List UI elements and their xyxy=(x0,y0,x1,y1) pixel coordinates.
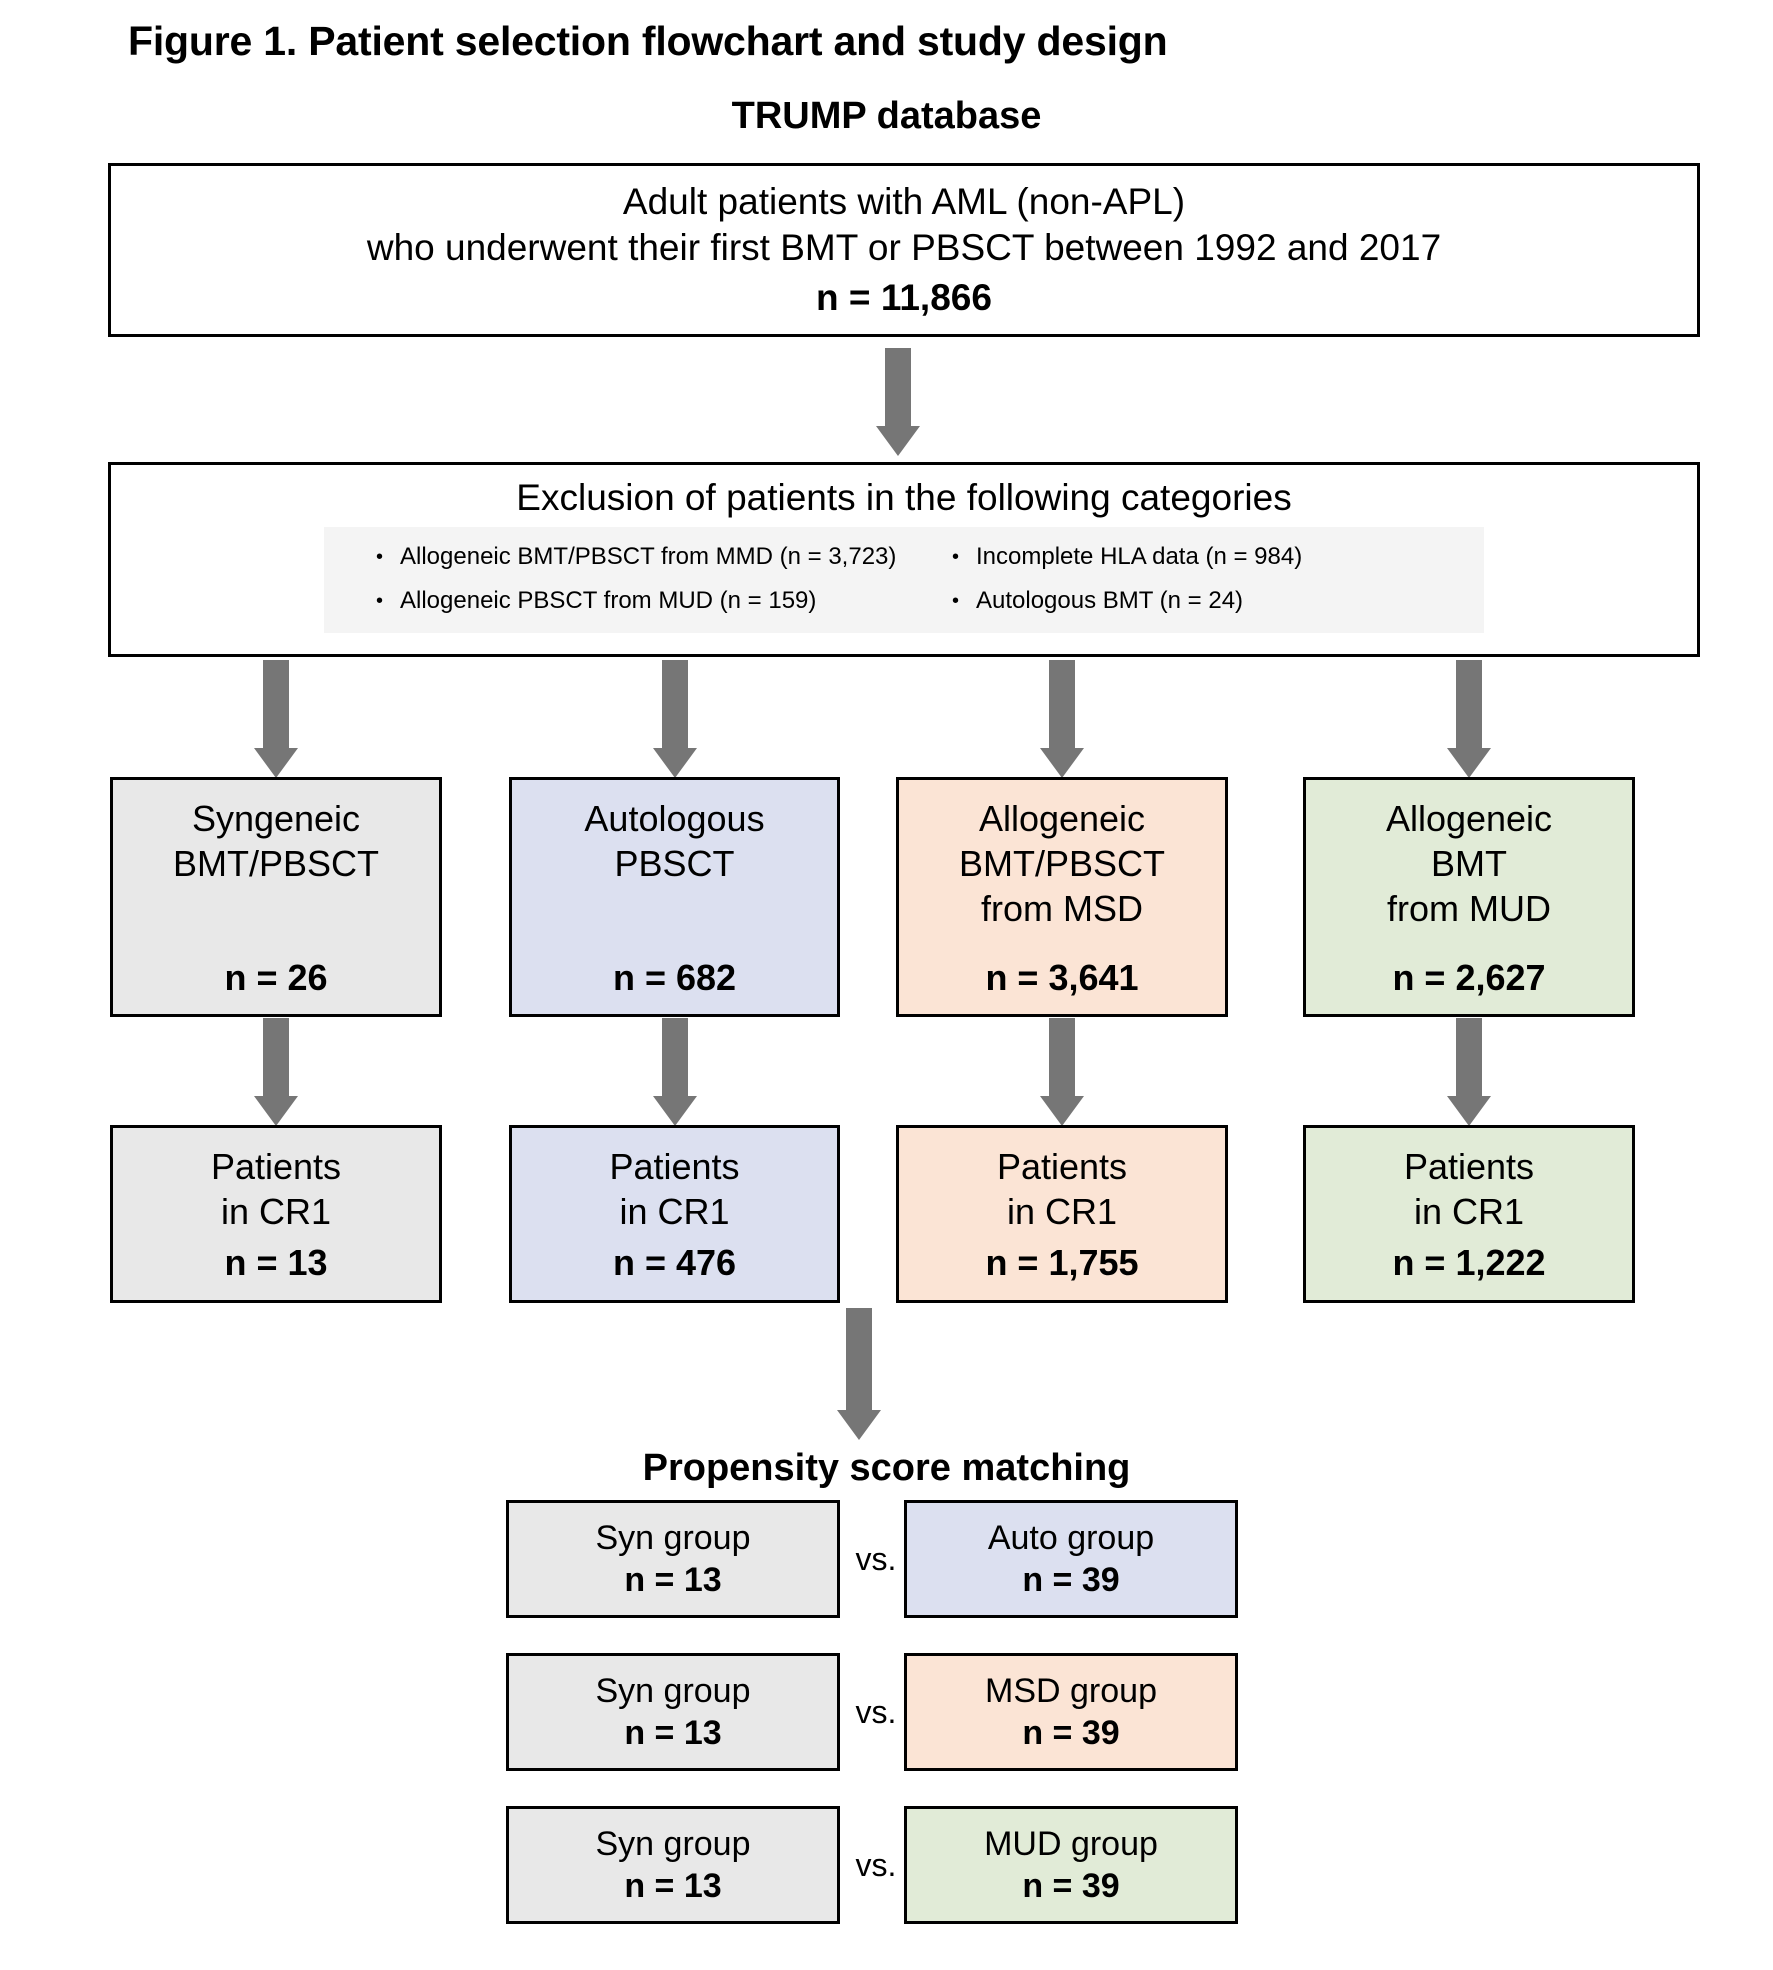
cr1-line-2: in CR1 xyxy=(1413,1190,1525,1232)
arrow-exclusion-to-group-2 xyxy=(645,660,705,778)
group-box-syngeneic: Syngeneic BMT/PBSCT n = 26 xyxy=(110,777,442,1017)
psm-right-count: n = 39 xyxy=(1022,1714,1120,1752)
arrow-cohort-to-exclusion xyxy=(868,348,928,456)
group-line-2: PBSCT xyxy=(614,843,735,884)
cr1-box-allogeneic-mud: Patients in CR1 n = 1,222 xyxy=(1303,1125,1635,1303)
cr1-count: n = 476 xyxy=(612,1241,737,1283)
group-line-1: Allogeneic xyxy=(1385,798,1553,839)
group-line-2: BMT xyxy=(1431,843,1507,884)
cr1-line-1: Patients xyxy=(996,1145,1128,1187)
group-count: n = 26 xyxy=(224,957,328,998)
exclusion-item-label: Incomplete HLA data (n = 984) xyxy=(976,543,1303,571)
exclusion-item-label: Autologous BMT (n = 24) xyxy=(976,587,1244,615)
exclusion-heading: Exclusion of patients in the following c… xyxy=(516,477,1292,518)
psm-title: Propensity score matching xyxy=(642,1447,1131,1489)
psm-vs-label: vs. xyxy=(855,1540,897,1577)
psm-left-count: n = 13 xyxy=(624,1561,722,1599)
psm-right-label: Auto group xyxy=(987,1518,1155,1557)
exclusion-item: • Allogeneic PBSCT from MUD (n = 159) xyxy=(376,586,916,616)
psm-comparison-row: Syn group n = 13 vs. MSD group n = 39 xyxy=(506,1653,1238,1771)
figure-title: Figure 1. Patient selection flowchart an… xyxy=(128,18,1168,64)
group-line-2: BMT/PBSCT xyxy=(172,843,379,884)
psm-comparison-row: Syn group n = 13 vs. Auto group n = 39 xyxy=(506,1500,1238,1618)
cohort-box: Adult patients with AML (non-APL) who un… xyxy=(108,163,1700,337)
cr1-box-syngeneic: Patients in CR1 n = 13 xyxy=(110,1125,442,1303)
psm-right-label: MSD group xyxy=(985,1671,1157,1710)
arrow-cr1-to-psm xyxy=(829,1308,889,1442)
psm-left-box: Syn group n = 13 xyxy=(506,1653,840,1771)
arrow-group-1-to-cr1 xyxy=(246,1018,306,1126)
psm-left-count: n = 13 xyxy=(624,1867,722,1905)
cr1-line-2: in CR1 xyxy=(220,1190,332,1232)
database-label: TRUMP database xyxy=(731,95,1042,137)
psm-left-label: Syn group xyxy=(595,1518,751,1557)
cr1-line-1: Patients xyxy=(210,1145,342,1187)
psm-right-count: n = 39 xyxy=(1022,1561,1120,1599)
cr1-line-2: in CR1 xyxy=(1006,1190,1118,1232)
arrow-exclusion-to-group-1 xyxy=(246,660,306,778)
bullet-icon: • xyxy=(952,590,960,613)
cr1-line-1: Patients xyxy=(609,1145,740,1187)
exclusion-criteria-panel: • Allogeneic BMT/PBSCT from MMD (n = 3,7… xyxy=(324,527,1484,634)
psm-right-box-mud: MUD group n = 39 xyxy=(904,1806,1238,1924)
psm-right-box-msd: MSD group n = 39 xyxy=(904,1653,1238,1771)
exclusion-item-label: Allogeneic PBSCT from MUD (n = 159) xyxy=(400,587,817,615)
cr1-line-1: Patients xyxy=(1403,1145,1535,1187)
psm-left-count: n = 13 xyxy=(624,1714,722,1752)
arrow-group-2-to-cr1 xyxy=(645,1018,705,1126)
psm-comparison-row: Syn group n = 13 vs. MUD group n = 39 xyxy=(506,1806,1238,1924)
group-line-3: from MUD xyxy=(1387,888,1551,929)
cohort-line-2: who underwent their first BMT or PBSCT b… xyxy=(366,226,1442,268)
cr1-box-autologous: Patients in CR1 n = 476 xyxy=(509,1125,840,1303)
psm-right-label: MUD group xyxy=(984,1824,1158,1863)
exclusion-item: • Allogeneic BMT/PBSCT from MMD (n = 3,7… xyxy=(376,542,916,572)
psm-left-label: Syn group xyxy=(595,1824,751,1863)
cr1-line-2: in CR1 xyxy=(619,1190,730,1232)
psm-vs-label: vs. xyxy=(855,1693,897,1730)
bullet-icon: • xyxy=(376,590,384,613)
psm-right-count: n = 39 xyxy=(1022,1867,1120,1905)
exclusion-box: Exclusion of patients in the following c… xyxy=(108,462,1700,657)
group-line-1: Autologous xyxy=(584,798,765,839)
arrow-group-4-to-cr1 xyxy=(1439,1018,1499,1126)
arrow-exclusion-to-group-4 xyxy=(1439,660,1499,778)
exclusion-item-label: Allogeneic BMT/PBSCT from MMD (n = 3,723… xyxy=(400,543,897,571)
group-line-1: Syngeneic xyxy=(191,798,361,839)
cr1-count: n = 1,222 xyxy=(1392,1241,1546,1283)
group-line-3: from MSD xyxy=(981,888,1143,929)
psm-left-label: Syn group xyxy=(595,1671,751,1710)
psm-right-box-auto: Auto group n = 39 xyxy=(904,1500,1238,1618)
psm-vs-label: vs. xyxy=(855,1846,897,1883)
group-count: n = 3,641 xyxy=(985,957,1139,998)
cr1-count: n = 1,755 xyxy=(985,1241,1139,1283)
group-box-allogeneic-msd: Allogeneic BMT/PBSCT from MSD n = 3,641 xyxy=(896,777,1228,1017)
group-line-1: Allogeneic xyxy=(978,798,1146,839)
exclusion-item: • Autologous BMT (n = 24) xyxy=(952,586,1432,616)
psm-left-box: Syn group n = 13 xyxy=(506,1806,840,1924)
cohort-line-1: Adult patients with AML (non-APL) xyxy=(622,180,1186,222)
group-box-autologous: Autologous PBSCT n = 682 xyxy=(509,777,840,1017)
group-box-allogeneic-mud: Allogeneic BMT from MUD n = 2,627 xyxy=(1303,777,1635,1017)
group-count: n = 682 xyxy=(612,957,737,998)
group-line-2: BMT/PBSCT xyxy=(958,843,1165,884)
psm-left-box: Syn group n = 13 xyxy=(506,1500,840,1618)
bullet-icon: • xyxy=(952,546,960,569)
cr1-count: n = 13 xyxy=(224,1241,328,1283)
bullet-icon: • xyxy=(376,546,384,569)
cr1-box-allogeneic-msd: Patients in CR1 n = 1,755 xyxy=(896,1125,1228,1303)
cohort-count: n = 11,866 xyxy=(816,277,992,319)
exclusion-item: • Incomplete HLA data (n = 984) xyxy=(952,542,1432,572)
arrow-group-3-to-cr1 xyxy=(1032,1018,1092,1126)
arrow-exclusion-to-group-3 xyxy=(1032,660,1092,778)
group-count: n = 2,627 xyxy=(1392,957,1546,998)
